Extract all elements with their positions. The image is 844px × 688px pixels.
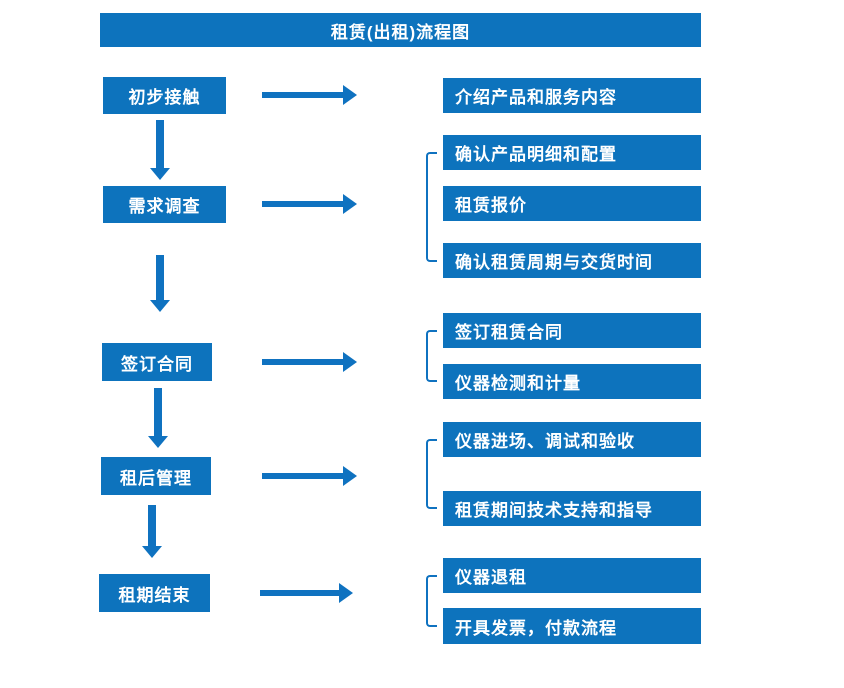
arrow-shaft [262, 473, 344, 479]
down-arrow-icon [148, 388, 168, 448]
arrow-shaft [262, 359, 344, 365]
arrow-head [150, 300, 170, 312]
arrow-head [343, 352, 357, 372]
right-arrow-icon [260, 583, 353, 603]
arrow-shaft [262, 201, 344, 207]
right-arrow-icon [262, 466, 357, 486]
arrow-head [148, 436, 168, 448]
arrow-head [343, 85, 357, 105]
arrow-head [339, 583, 353, 603]
stage-box-initial-contact: 初步接触 [103, 77, 226, 114]
output-box-confirm-product-details: 确认产品明细和配置 [443, 135, 701, 170]
output-box-instrument-return: 仪器退租 [443, 558, 701, 593]
down-arrow-icon [150, 255, 170, 312]
arrow-shaft [262, 92, 344, 98]
arrow-shaft [260, 590, 340, 596]
arrow-head [150, 168, 170, 180]
output-box-introduce-services: 介绍产品和服务内容 [443, 78, 701, 113]
output-box-confirm-rental-period: 确认租赁周期与交货时间 [443, 243, 701, 278]
stage-box-contract-signing: 签订合同 [102, 343, 212, 381]
arrow-shaft [154, 388, 162, 437]
arrow-shaft [148, 505, 156, 547]
output-box-rental-tech-support: 租赁期间技术支持和指导 [443, 491, 701, 526]
right-arrow-icon [262, 85, 357, 105]
output-box-sign-rental-contract: 签订租赁合同 [443, 313, 701, 348]
stage-box-rental-end: 租期结束 [99, 574, 210, 612]
group-bracket [426, 575, 437, 627]
output-box-invoice-payment: 开具发票，付款流程 [443, 608, 701, 644]
down-arrow-icon [142, 505, 162, 558]
down-arrow-icon [150, 120, 170, 180]
arrow-head [142, 546, 162, 558]
group-bracket [426, 439, 437, 509]
output-box-instrument-setup-acceptance: 仪器进场、调试和验收 [443, 422, 701, 457]
output-box-rental-quote: 租赁报价 [443, 186, 701, 221]
arrow-shaft [156, 255, 164, 301]
stage-box-demand-survey: 需求调查 [103, 186, 226, 223]
right-arrow-icon [262, 352, 357, 372]
right-arrow-icon [262, 194, 357, 214]
group-bracket [426, 152, 437, 262]
output-box-instrument-testing: 仪器检测和计量 [443, 364, 701, 399]
stage-box-post-rental-management: 租后管理 [101, 457, 211, 495]
diagram-title: 租赁(出租)流程图 [100, 13, 701, 47]
arrow-shaft [156, 120, 164, 169]
group-bracket [426, 330, 437, 382]
arrow-head [343, 194, 357, 214]
arrow-head [343, 466, 357, 486]
